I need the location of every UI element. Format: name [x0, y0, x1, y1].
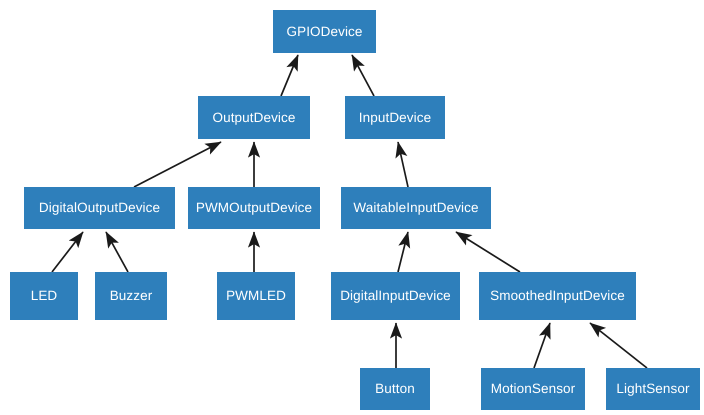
class-node-inputdevice[interactable]: InputDevice	[345, 96, 445, 139]
class-node-pwmoutputdevice[interactable]: PWMOutputDevice	[188, 187, 320, 229]
inheritance-arrow-motionsensor-to-smoothedinputdevice	[533, 322, 551, 369]
class-node-label: GPIODevice	[286, 23, 363, 39]
class-node-label: InputDevice	[358, 109, 432, 125]
class-node-label: SmoothedInputDevice	[490, 288, 625, 304]
class-node-led[interactable]: LED	[10, 272, 78, 320]
class-node-label: LED	[30, 288, 58, 304]
class-node-label: MotionSensor	[490, 381, 576, 397]
class-node-label: PWMOutputDevice	[195, 200, 313, 216]
inheritance-arrow-inputdevice-to-gpiodevice	[351, 54, 375, 97]
class-node-waitableinputdevice[interactable]: WaitableInputDevice	[341, 187, 491, 229]
class-node-label: DigitalInputDevice	[340, 288, 451, 304]
inheritance-arrow-digitaloutputdevice-to-outputdevice	[133, 141, 222, 188]
class-node-label: LightSensor	[616, 381, 690, 397]
inheritance-arrow-waitableinputdevice-to-inputdevice	[395, 141, 409, 188]
class-node-pwmled[interactable]: PWMLED	[217, 272, 295, 320]
inheritance-arrow-outputdevice-to-gpiodevice	[280, 54, 299, 97]
inheritance-arrow-digitalinputdevice-to-waitableinputdevice	[397, 231, 411, 273]
class-node-digitaloutputdevice[interactable]: DigitalOutputDevice	[24, 187, 175, 229]
class-node-gpiodevice[interactable]: GPIODevice	[273, 10, 376, 53]
class-node-lightsensor[interactable]: LightSensor	[606, 368, 700, 410]
class-node-label: WaitableInputDevice	[353, 200, 479, 216]
class-node-label: Button	[375, 381, 415, 397]
class-node-label: OutputDevice	[212, 109, 296, 125]
inheritance-arrow-buzzer-to-digitaloutputdevice	[105, 231, 129, 273]
class-node-motionsensor[interactable]: MotionSensor	[481, 368, 585, 410]
class-node-label: DigitalOutputDevice	[38, 200, 161, 216]
class-node-button[interactable]: Button	[360, 368, 430, 410]
class-node-smoothedinputdevice[interactable]: SmoothedInputDevice	[479, 272, 636, 320]
inheritance-arrow-led-to-digitaloutputdevice	[51, 231, 84, 273]
class-node-digitalinputdevice[interactable]: DigitalInputDevice	[331, 272, 460, 320]
inheritance-arrow-smoothedinputdevice-to-waitableinputdevice	[455, 231, 521, 273]
class-node-label: PWMLED	[226, 288, 286, 304]
class-node-buzzer[interactable]: Buzzer	[95, 272, 167, 320]
inheritance-arrow-lightsensor-to-smoothedinputdevice	[589, 322, 648, 369]
class-node-label: Buzzer	[109, 288, 153, 304]
class-node-outputdevice[interactable]: OutputDevice	[198, 96, 310, 139]
